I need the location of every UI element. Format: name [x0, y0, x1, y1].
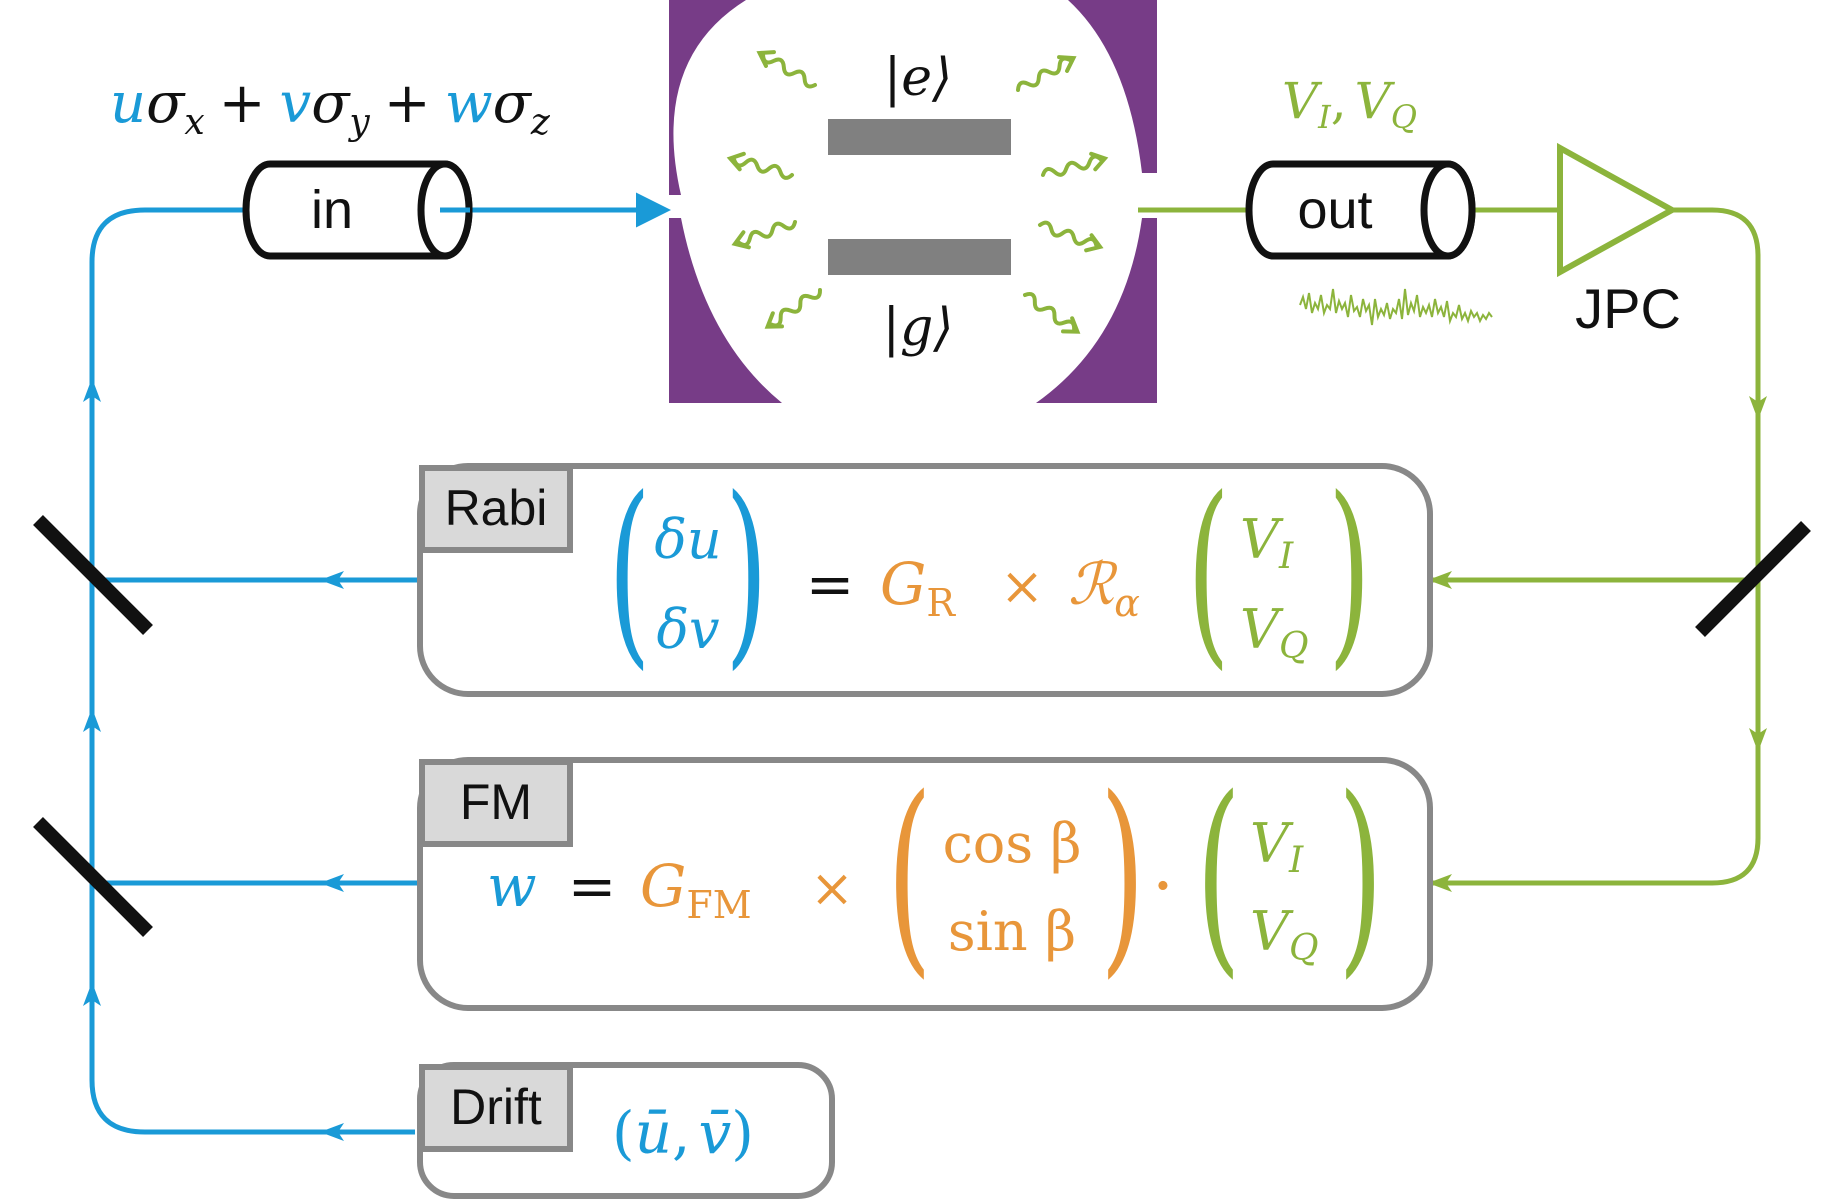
left-arrow-icon — [320, 571, 344, 589]
rabi-lhs-rparen: ) — [725, 455, 768, 688]
noise-trace-icon — [1299, 288, 1493, 326]
input-coax: in — [242, 160, 473, 260]
green-lines — [1138, 207, 1761, 886]
rabi-vec-rparen: ) — [1328, 455, 1371, 688]
fm-cs-lparen: ( — [887, 752, 932, 996]
cavity-left-wall-lower — [669, 218, 782, 403]
left-arrow-icon — [320, 1123, 344, 1141]
photon-arrowhead-icon — [1057, 55, 1077, 73]
fm-tab-label: FM — [460, 774, 532, 830]
cavity-right-wall-lower — [1036, 218, 1157, 403]
jpc-amplifier: JPC — [1557, 142, 1681, 340]
photon-wave-icon — [736, 220, 797, 247]
photon-wave-icon — [761, 53, 817, 89]
drift-expression: (ū,v̄) — [612, 1099, 754, 1167]
cavity-right-wall — [1068, 0, 1157, 173]
left-arrow-icon — [1428, 874, 1452, 892]
fm-combiner — [33, 817, 153, 937]
ground-state-label: |g⟩ — [882, 298, 953, 358]
drive-expression: uσx+vσy+wσz — [110, 71, 551, 143]
fm-tab — [419, 759, 573, 847]
photon-arrowhead-icon — [1084, 233, 1104, 253]
rabi-vec-bottom: VQ — [1240, 598, 1309, 667]
down-arrow-icon — [1749, 396, 1767, 420]
left-arrow-icon — [1428, 571, 1452, 589]
rabi-tab-label: Rabi — [445, 480, 548, 536]
photon-arrowhead-icon — [726, 151, 746, 172]
excited-plate — [828, 119, 1011, 155]
fm-cs-top: cos β — [943, 812, 1082, 875]
photon-arrowhead-icon — [1089, 151, 1109, 172]
ground-plate — [828, 239, 1011, 275]
drive-coeff-w: w — [445, 71, 493, 136]
fm-box: FM w = GFM × ( cos β sin β ) · ( VI VQ ) — [417, 752, 1433, 1011]
amplifier-triangle-icon — [1557, 142, 1679, 278]
photon-wave-icon — [768, 288, 822, 328]
photon-wave-icon — [1023, 291, 1077, 332]
fm-vec-top: VI — [1250, 812, 1304, 881]
photon-emission — [726, 50, 1109, 334]
excited-state-label: |e⟩ — [884, 48, 953, 108]
photon-arrowhead-icon — [1061, 316, 1081, 334]
splitters — [33, 515, 1811, 937]
fm-vec-bottom: VQ — [1250, 900, 1319, 969]
up-arrow-icon — [83, 708, 101, 732]
output-splitter — [1695, 521, 1811, 637]
output-coax: out — [1245, 160, 1476, 260]
fm-vec-rparen: ) — [1338, 752, 1383, 996]
output-signal-label: VI,VQ — [1282, 72, 1417, 136]
rabi-vec-top: VI — [1240, 508, 1294, 577]
fm-cs-rparen: ) — [1100, 752, 1145, 996]
up-arrow-icon — [83, 982, 101, 1006]
rabi-times: × — [1000, 557, 1044, 617]
drive-coeff-v: v — [280, 71, 312, 136]
jpc-return-line — [1432, 207, 1761, 886]
rabi-lhs-top: δu — [654, 508, 721, 571]
rabi-rotation: ℛα — [1068, 550, 1140, 625]
photon-wave-icon — [1038, 220, 1099, 248]
drift-tab-label: Drift — [450, 1079, 542, 1135]
drive-coeff-u: u — [110, 71, 146, 136]
fm-dot: · — [1152, 845, 1174, 927]
up-arrow-icon — [83, 378, 101, 402]
fm-times: × — [810, 859, 854, 919]
left-arrow-icon — [320, 874, 344, 892]
rabi-box: Rabi ( δu δv ) = GR × ℛα ( VI VQ ) — [417, 455, 1433, 697]
input-coax-label: in — [311, 180, 353, 240]
rabi-lhs-lparen: ( — [608, 455, 651, 688]
jpc-label: JPC — [1575, 277, 1681, 340]
fm-box-frame — [417, 757, 1433, 1011]
rabi-lhs-bottom: δv — [656, 598, 719, 661]
drift-box: Drift (ū,v̄) — [417, 1062, 835, 1199]
rabi-tab — [419, 465, 573, 553]
rabi-vec-lparen: ( — [1187, 455, 1230, 688]
rabi-combiner — [33, 515, 153, 635]
rabi-box-frame — [417, 463, 1433, 697]
input-feed-line — [89, 207, 415, 1135]
blue-lines — [89, 192, 671, 1135]
rabi-gain: GR — [880, 550, 956, 625]
fm-cs-bottom: sin β — [948, 900, 1076, 963]
down-arrow-icon — [1749, 728, 1767, 752]
rabi-equals: = — [806, 550, 855, 618]
fm-equals: = — [568, 852, 617, 920]
green-arrows — [1428, 396, 1767, 892]
photon-arrowhead-icon — [764, 311, 784, 329]
output-coax-label: out — [1297, 180, 1372, 240]
fm-vec-lparen: ( — [1196, 752, 1241, 996]
fm-gain: GFM — [640, 852, 752, 927]
photon-wave-icon — [1016, 56, 1072, 92]
blue-arrows — [83, 378, 344, 1141]
photon-wave-icon — [732, 157, 794, 180]
cavity: |e⟩ |g⟩ — [669, 0, 1157, 403]
output-coax-end — [1420, 160, 1476, 260]
cavity-left-wall — [669, 0, 746, 195]
photon-arrowhead-icon — [731, 230, 751, 250]
photon-wave-icon — [1041, 154, 1103, 177]
drift-tab — [419, 1064, 573, 1152]
fm-lhs: w — [487, 852, 537, 920]
photon-arrowhead-icon — [756, 50, 776, 68]
